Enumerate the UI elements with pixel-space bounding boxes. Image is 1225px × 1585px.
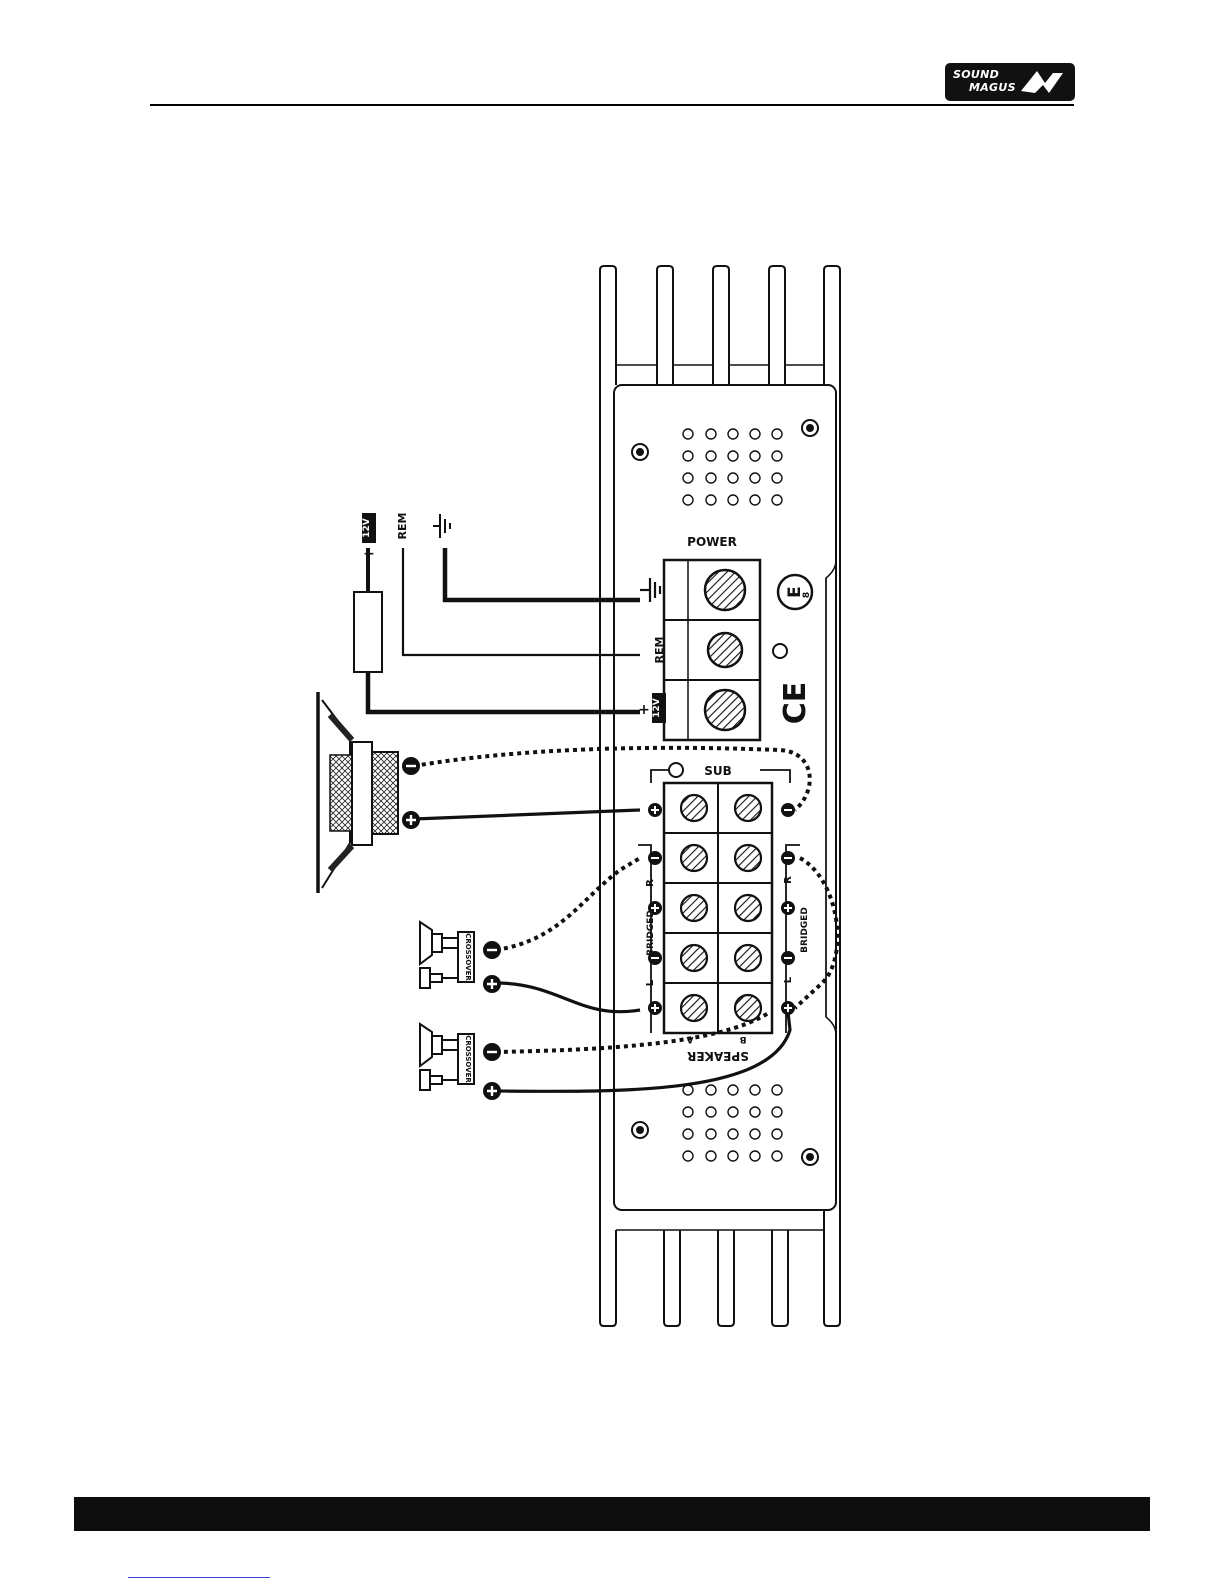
power-terminal-block [664,560,760,740]
vent-holes-bottom [683,1085,782,1161]
e-mark-icon: E 8 [778,575,812,609]
footer-bar [74,1497,1150,1531]
sub-indicator-icon [669,763,683,777]
right-l-label: L [783,976,794,983]
battery-wire-icon: 12V + [362,513,376,562]
battery-wire-plus: + [363,546,375,562]
lower-speaker-signs [483,1043,501,1100]
sub-wire-signs [402,757,420,829]
power-label: POWER [687,535,737,549]
upper-speaker-signs [483,941,501,993]
rem-screw-icon [708,633,742,667]
ground-terminal-icon [640,578,660,602]
channel-b-label: B [739,1034,746,1044]
battery-terminal-icon: 12V + [638,693,666,723]
e-mark-number: 8 [802,592,812,598]
left-r-label: R [645,879,656,887]
fuse-icon [354,592,382,672]
power-screw-icon [705,690,745,730]
subwoofer-icon [318,692,398,893]
vent-holes-top [683,429,782,505]
power-wiring [354,548,640,712]
heatsink-fins-top [600,266,840,385]
speaker-terminal-block [664,783,772,1033]
footer-link-underline [128,1577,270,1578]
rem-terminal-label: REM [653,637,666,664]
left-bridged-label: BRIDGED [646,910,656,956]
rem-wire-label: REM [396,513,409,540]
battery-terminal-voltage: 12V [652,698,662,718]
left-l-label: L [645,979,656,986]
crossover-upper-label: CROSSOVER [464,933,472,981]
speaker-label: SPEAKER [687,1049,749,1063]
battery-wire-voltage: 12V [362,518,372,538]
ce-mark-icon: CE [778,682,813,725]
right-r-label: R [783,876,794,884]
sub-label: SUB [704,764,732,778]
ground-wire-icon [433,514,450,538]
gnd-screw-icon [705,570,745,610]
crossover-lower-label: CROSSOVER [464,1035,472,1083]
heatsink-fins-bottom [600,1210,840,1326]
right-bridged-label: BRIDGED [800,907,810,953]
